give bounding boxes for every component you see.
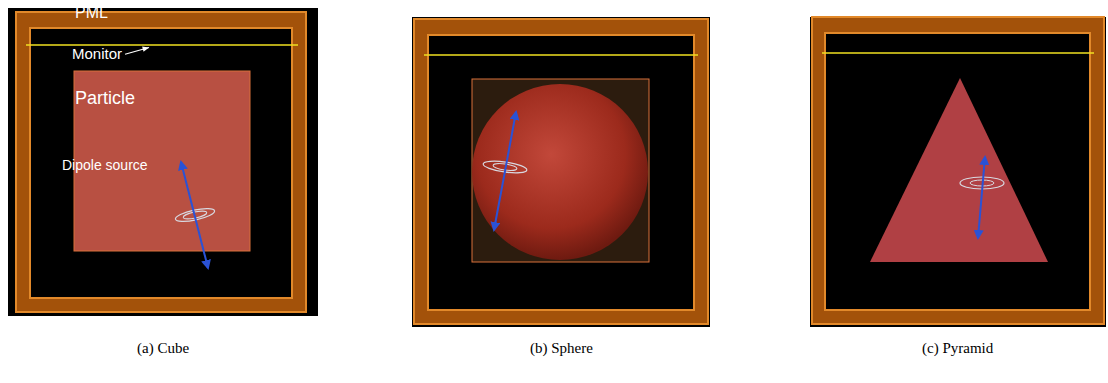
panel-caption: (a) Cube — [137, 340, 189, 357]
panel-caption: (c) Pyramid — [922, 340, 993, 357]
leader-arrowhead — [142, 47, 149, 52]
cube-panel — [8, 8, 318, 316]
monitor-label: Monitor — [72, 46, 122, 63]
particle-label: Particle — [75, 89, 135, 109]
sphere-panel — [412, 17, 710, 327]
leader-line — [125, 48, 149, 55]
source-label: Dipole source — [62, 158, 148, 173]
region-label: PML — [75, 4, 108, 22]
pyramid-panel — [810, 17, 1106, 327]
panel-caption: (b) Sphere — [530, 340, 593, 357]
